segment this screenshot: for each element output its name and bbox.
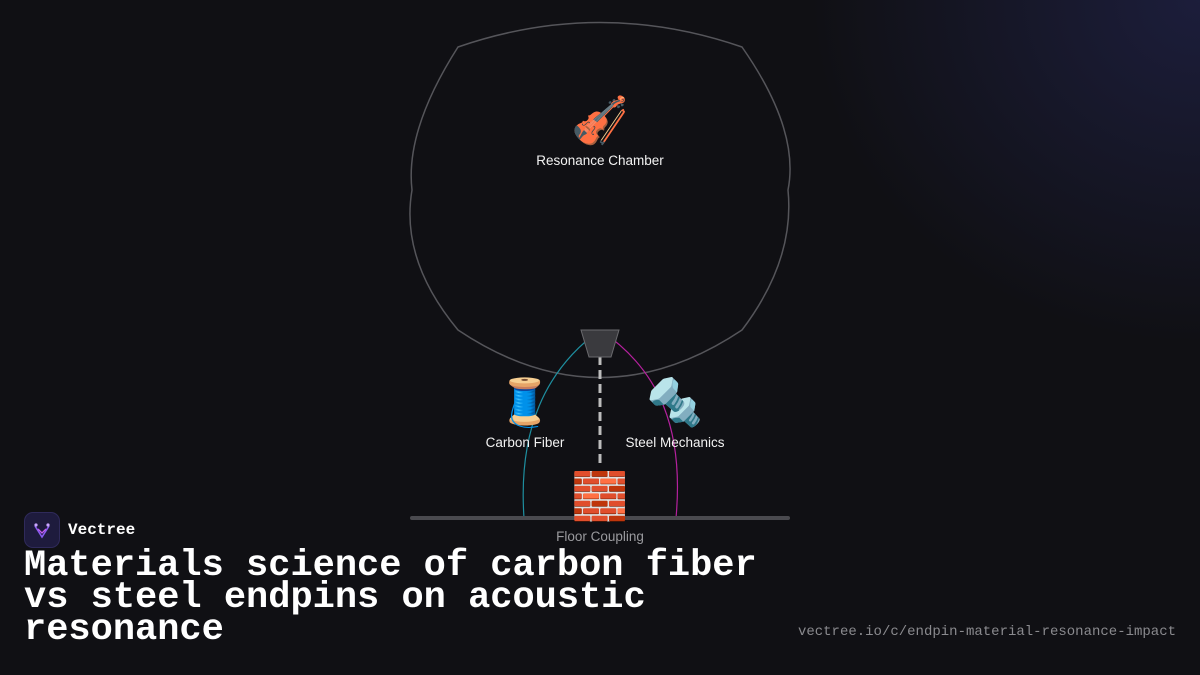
brick-icon: 🧱 xyxy=(571,469,628,523)
floor-coupling-label: Floor Coupling xyxy=(556,529,644,544)
thread-spool-icon: 🧵 xyxy=(496,375,553,430)
steel-mechanics-path xyxy=(599,329,679,519)
resonance-chamber-label: Resonance Chamber xyxy=(536,153,664,168)
steel-mechanics-label: Steel Mechanics xyxy=(625,435,724,450)
nut-and-bolt-icon: 🔩 xyxy=(646,375,703,429)
source-url[interactable]: vectree.io/c/endpin-material-resonance-i… xyxy=(797,624,1176,640)
carbon-fiber-label: Carbon Fiber xyxy=(486,435,565,450)
page-title: Materials science of carbon fiber vs ste… xyxy=(24,545,757,651)
carbon-fiber-path xyxy=(522,329,601,519)
violin-icon: 🎻 xyxy=(571,93,628,147)
endpin-holder xyxy=(580,329,620,358)
brand-name: Vectree xyxy=(68,521,136,539)
cello-body-outline xyxy=(409,21,791,379)
brand: Vectree xyxy=(24,512,135,548)
vectree-logo-icon xyxy=(24,512,60,548)
